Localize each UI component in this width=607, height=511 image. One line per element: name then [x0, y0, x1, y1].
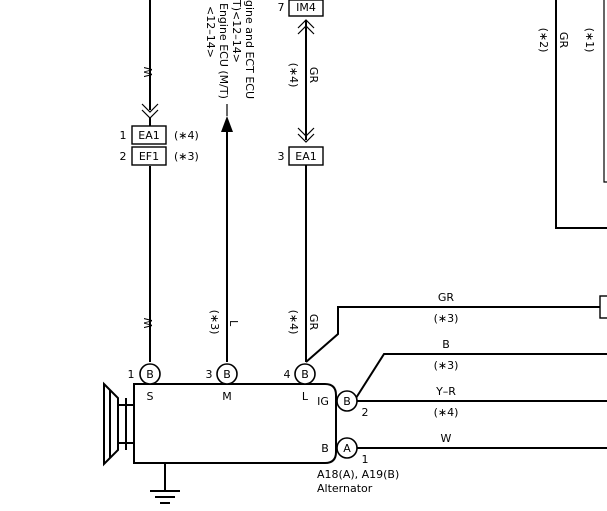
pin-letter: B	[146, 368, 154, 381]
wire-color-label: W	[142, 317, 155, 328]
connector-note: (∗4)	[174, 129, 199, 142]
wire-color-label: GR	[307, 314, 320, 331]
connector-ea1-ef1: 1 EA1 (∗4) 2 EF1 (∗3)	[120, 125, 199, 166]
terminal-label: IG	[317, 395, 329, 408]
terminal-label: S	[147, 390, 154, 403]
connector-pin-number: 1	[120, 129, 127, 142]
pin-ig	[336, 390, 358, 412]
wire-color-label: L	[227, 320, 240, 327]
pin-s	[139, 363, 161, 385]
ecu-label-line: gine and ECT ECU	[243, 0, 256, 99]
alternator: B 1 S B 3 M B 4 L B IG 2 A B 1 A18(A), A…	[103, 363, 399, 504]
wire-color-label: Y–R	[435, 385, 456, 398]
wire-note: (∗1)	[583, 28, 596, 53]
right-wire-labels: GR (∗3) B (∗3) Y–R (∗4) W	[338, 291, 607, 449]
connector-name: IM4	[296, 1, 316, 14]
wire-color-label: B	[442, 338, 450, 351]
terminal-label: L	[302, 390, 309, 403]
ground-icon	[150, 463, 180, 504]
connector-name: EA1	[138, 129, 159, 142]
ecu-destination-label: gine and ECT ECU T)<12–14> Engine ECU (M…	[204, 0, 256, 99]
connector-pin-number: 3	[278, 150, 285, 163]
wire-s-terminal: W W	[141, 0, 159, 362]
part-name: Alternator	[317, 482, 373, 495]
wire-color-label: W	[441, 432, 452, 445]
wire-color-label: W	[142, 66, 155, 77]
wire-note: (∗3)	[434, 312, 459, 325]
ecu-label-line: Engine ECU (M/T)	[217, 3, 230, 99]
terminal-label: M	[222, 390, 232, 403]
pin-l	[294, 363, 316, 385]
pin-m	[216, 363, 238, 385]
connector-pin-number: 2	[120, 150, 127, 163]
module-top-right: GR (∗2) (∗1)	[537, 0, 607, 229]
wire-note: (∗3)	[208, 310, 221, 335]
pin-number: 4	[284, 368, 291, 381]
connector-note: (∗3)	[174, 150, 199, 163]
part-code: A18(A), A19(B)	[317, 468, 399, 481]
pin-letter: A	[343, 442, 351, 455]
wire-note: (∗4)	[434, 406, 459, 419]
pin-number: 1	[128, 368, 135, 381]
wire-m-terminal: L (∗3)	[208, 104, 240, 362]
connector-edge	[599, 295, 607, 319]
pin-number: 2	[362, 406, 369, 419]
wire-note: (∗2)	[537, 28, 550, 53]
wire-color-label: GR	[557, 32, 570, 49]
connector-im4	[288, 0, 324, 17]
wire-note: (∗4)	[287, 310, 300, 335]
pin-b	[336, 437, 358, 459]
pin-letter: B	[223, 368, 231, 381]
arrow-up-icon	[221, 116, 233, 132]
pin-number: 1	[362, 453, 369, 466]
wire-note: (∗4)	[287, 63, 300, 88]
pulley-icon	[103, 381, 135, 467]
connector-name: EA1	[295, 150, 316, 163]
pin-letter: B	[301, 368, 309, 381]
pin-letter: B	[343, 395, 351, 408]
wire-color-label: GR	[438, 291, 455, 304]
ecu-label-line: <12–14>	[204, 6, 217, 58]
connector-name: EF1	[139, 150, 159, 163]
wire-color-label: GR	[307, 67, 320, 84]
wire-note: (∗3)	[434, 359, 459, 372]
connector-pin-number: 7	[278, 1, 285, 14]
pin-number: 3	[206, 368, 213, 381]
terminal-label: B	[321, 442, 329, 455]
ecu-label-line: T)<12–14>	[230, 0, 243, 63]
wire-l-terminal: 7 IM4 GR (∗4) 3 EA1 GR (∗4)	[278, 0, 600, 363]
